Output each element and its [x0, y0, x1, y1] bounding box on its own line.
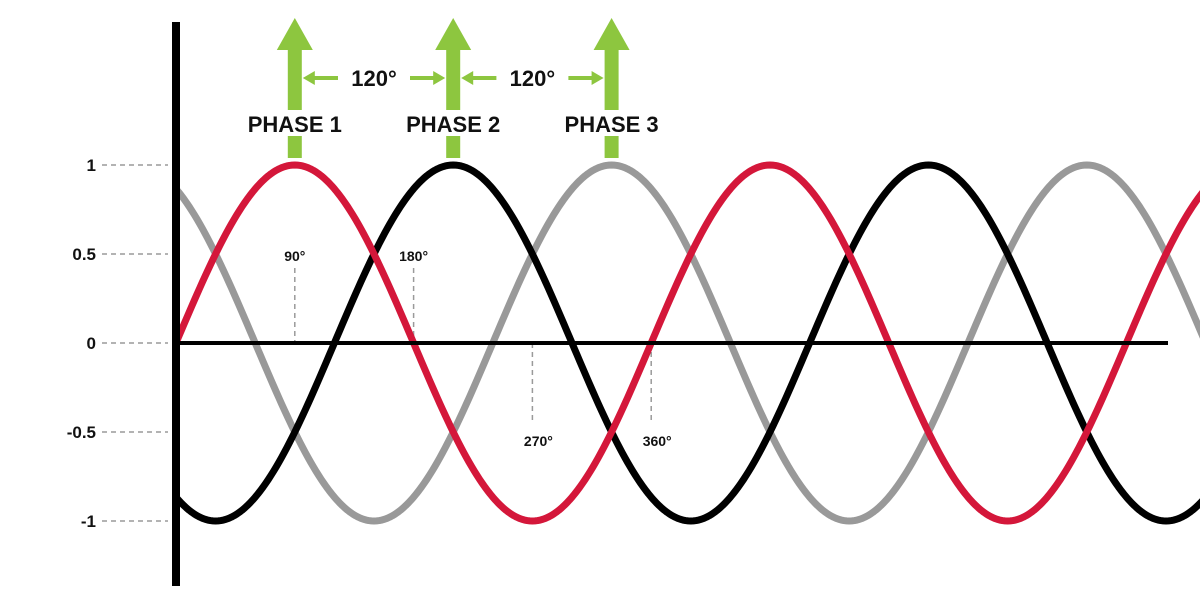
separation-arrowhead-left [302, 71, 315, 85]
phase-arrows [276, 18, 630, 158]
separation-arrowhead-right [591, 71, 604, 85]
series-line-p1 [172, 161, 1200, 525]
y-tick-label: 0 [87, 334, 96, 353]
y-tick-label: -1 [81, 512, 96, 531]
axes [172, 22, 1168, 586]
phase-arrow-head [276, 18, 313, 50]
separation-arrowhead-left [461, 71, 474, 85]
phase-arrow-shaft [604, 48, 619, 110]
degree-guides: 90° 180° 270° 360° [284, 248, 671, 449]
phase-label-2: PHASE 2 [406, 112, 500, 137]
phase-arrow-stub [604, 136, 619, 158]
separation-label: 120° [510, 66, 556, 91]
phase-arrow-head [593, 18, 630, 50]
degree-label: 180° [399, 248, 428, 264]
y-ticks: 1 0.5 0 -0.5 -1 [67, 156, 168, 531]
phase-arrow-stub [287, 136, 302, 158]
degree-label: 90° [284, 248, 305, 264]
degree-label: 270° [524, 433, 553, 449]
phase-arrow-head [435, 18, 472, 50]
phase-arrow-shaft [446, 48, 461, 110]
y-tick-label: 1 [87, 156, 96, 175]
separation-label: 120° [351, 66, 397, 91]
degree-label: 360° [643, 433, 672, 449]
y-tick-label: -0.5 [67, 423, 96, 442]
series-line-p3 [172, 161, 1200, 525]
phase-labels: PHASE 1 PHASE 2 PHASE 3 120° 120° [248, 66, 659, 137]
phase-arrow-stub [446, 136, 461, 158]
phase-arrow-shaft [287, 48, 302, 110]
y-tick-label: 0.5 [72, 245, 96, 264]
series-lines [172, 161, 1200, 525]
separation-arrowhead-right [433, 71, 446, 85]
phase-label-3: PHASE 3 [565, 112, 659, 137]
series-line-p2 [172, 161, 1200, 525]
phase-label-1: PHASE 1 [248, 112, 342, 137]
